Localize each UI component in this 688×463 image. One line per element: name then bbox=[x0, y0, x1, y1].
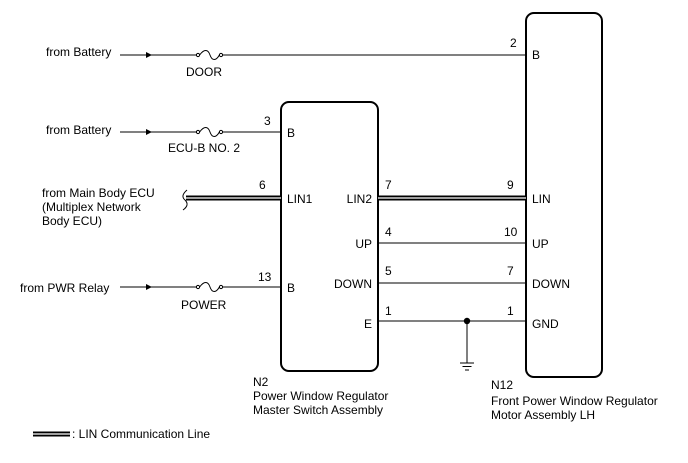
n12-pin-label: B bbox=[532, 48, 540, 62]
n2-name-line1: Power Window Regulator bbox=[253, 389, 388, 403]
input-main-body-ecu-line1: from Main Body ECU bbox=[42, 186, 155, 200]
cable-break-icon bbox=[182, 189, 188, 211]
n2-pin-label: LIN1 bbox=[287, 192, 313, 206]
n12-pin-num: 2 bbox=[510, 36, 517, 50]
legend-text: : LIN Communication Line bbox=[72, 427, 210, 441]
n12-pin-label: GND bbox=[532, 317, 559, 331]
fuse-symbol-door bbox=[195, 50, 224, 60]
fuse-power-label: POWER bbox=[181, 298, 227, 312]
n12-box bbox=[525, 12, 603, 378]
n2-pin-num: 3 bbox=[264, 114, 271, 128]
arrow-right-icon bbox=[146, 129, 152, 135]
fuse-ecub-label: ECU-B NO. 2 bbox=[168, 141, 240, 155]
input-pwr-relay: from PWR Relay bbox=[20, 281, 109, 295]
input-from-battery-1: from Battery bbox=[46, 45, 111, 59]
fuse-symbol-ecub bbox=[195, 127, 224, 137]
input-main-body-ecu-line3: Body ECU) bbox=[42, 214, 102, 228]
n12-code: N12 bbox=[491, 378, 513, 392]
n2-pin-label: UP bbox=[355, 237, 372, 251]
ground-icon bbox=[460, 362, 474, 371]
input-from-battery-2: from Battery bbox=[46, 123, 111, 137]
n12-pin-label: UP bbox=[532, 237, 549, 251]
n2-name-line2: Master Switch Assembly bbox=[253, 403, 383, 417]
n2-code: N2 bbox=[253, 375, 269, 389]
arrow-right-icon bbox=[146, 284, 152, 290]
input-main-body-ecu-line2: (Multiplex Network bbox=[42, 200, 142, 214]
fuse-symbol-power bbox=[195, 282, 224, 292]
n2-pin-num: 7 bbox=[385, 178, 392, 192]
n2-pin-num: 13 bbox=[258, 270, 272, 284]
n2-pin-num: 5 bbox=[385, 264, 392, 278]
n2-pin-label: DOWN bbox=[334, 277, 372, 291]
n2-box bbox=[280, 101, 379, 372]
n12-pin-label: DOWN bbox=[532, 277, 570, 291]
n12-name-line2: Motor Assembly LH bbox=[491, 408, 595, 422]
n2-pin-label: B bbox=[287, 126, 295, 140]
n2-pin-num: 1 bbox=[385, 304, 392, 318]
n12-pin-num: 9 bbox=[507, 178, 514, 192]
n12-pin-num: 1 bbox=[507, 304, 514, 318]
n12-name-line1: Front Power Window Regulator bbox=[491, 394, 658, 408]
arrow-right-icon bbox=[146, 52, 152, 58]
n2-pin-num: 4 bbox=[385, 225, 392, 239]
fuse-door-label: DOOR bbox=[186, 65, 222, 79]
n12-pin-num: 7 bbox=[507, 264, 514, 278]
n2-pin-label: B bbox=[287, 281, 295, 295]
n12-pin-label: LIN bbox=[532, 192, 551, 206]
n2-pin-label: LIN2 bbox=[347, 192, 373, 206]
n12-pin-num: 10 bbox=[504, 225, 518, 239]
n2-pin-num: 6 bbox=[259, 178, 266, 192]
n2-pin-label: E bbox=[364, 317, 372, 331]
